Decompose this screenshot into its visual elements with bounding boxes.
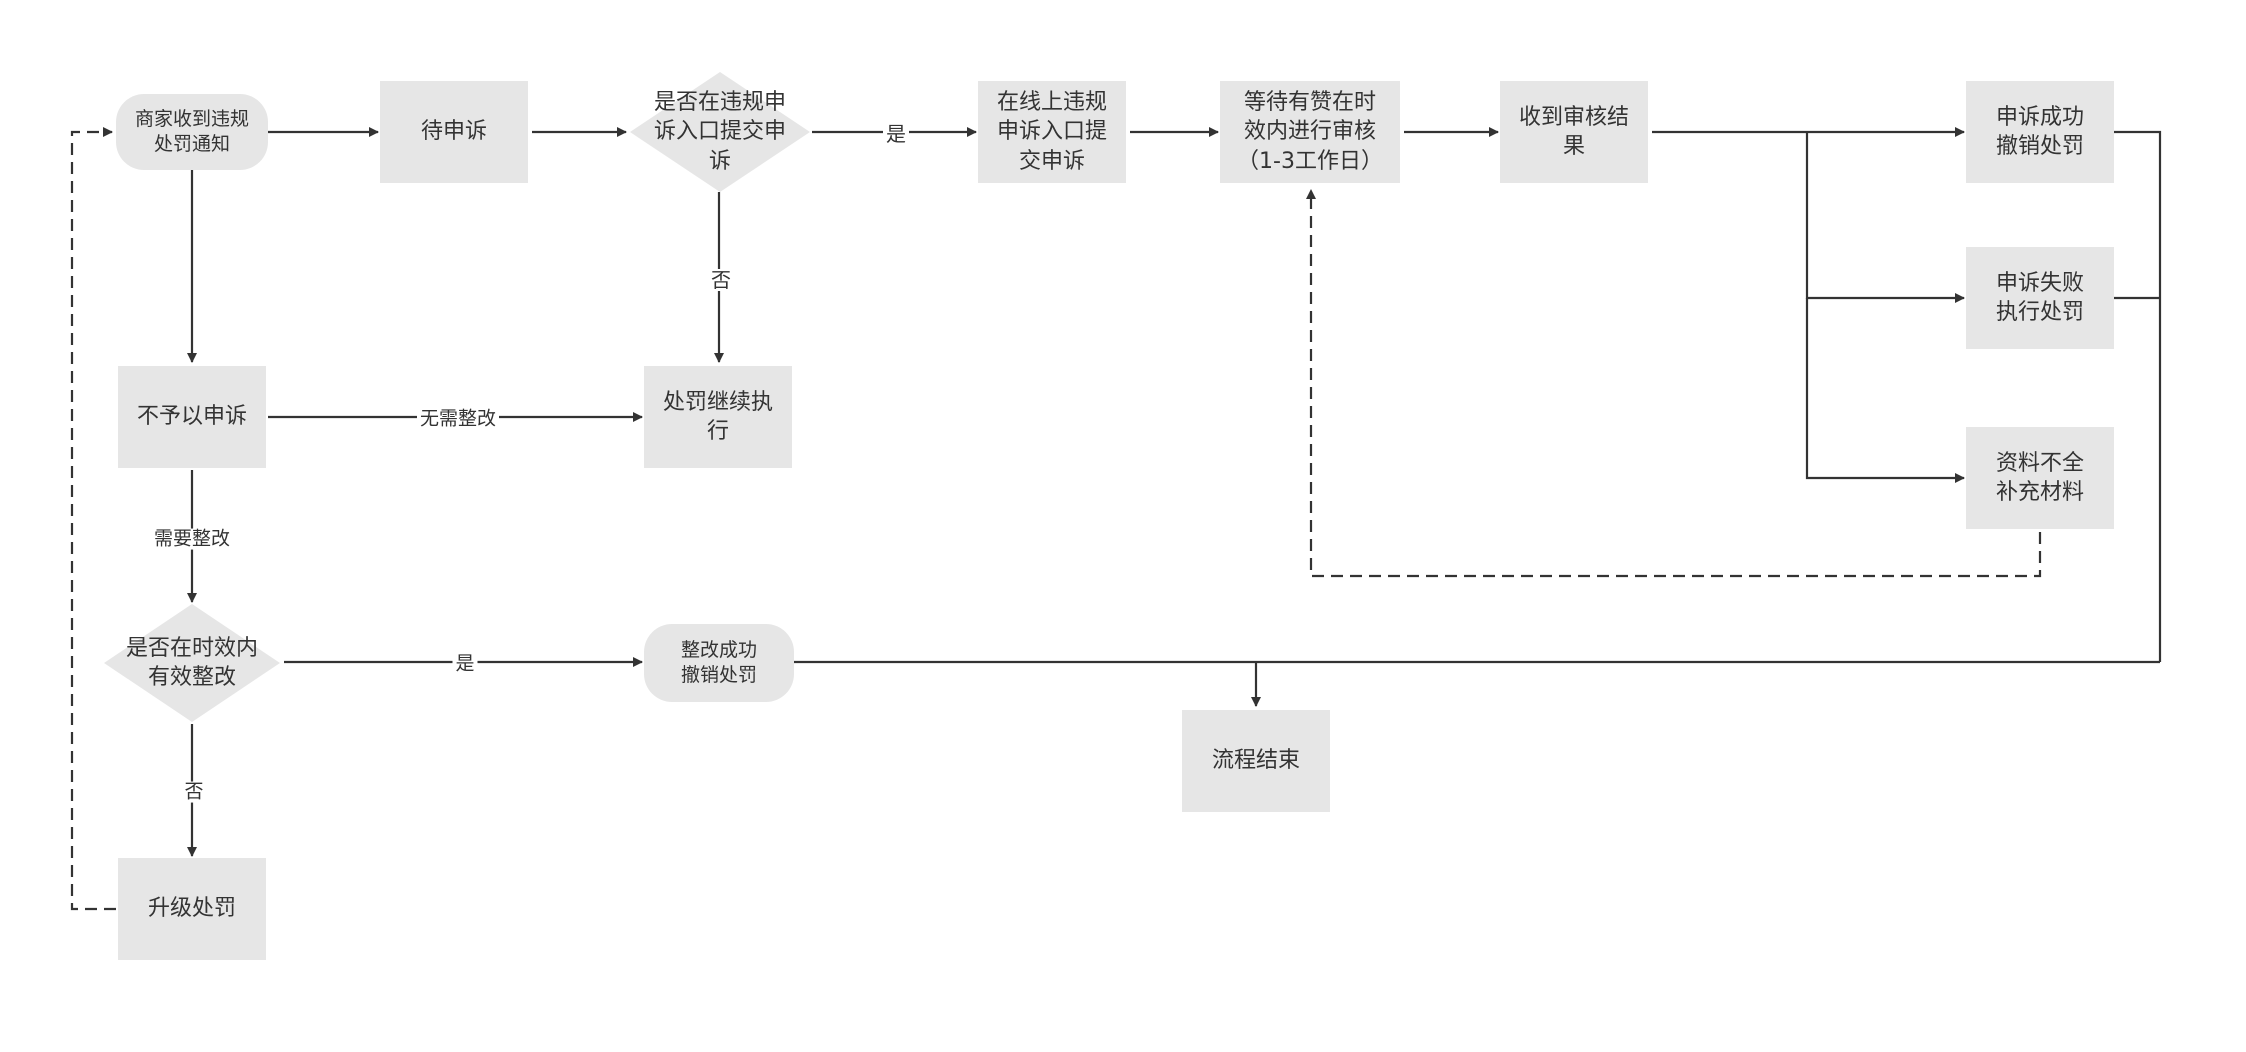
node-incomplete-materials-label: 资料不全 补充材料 (1995, 450, 2084, 505)
node-rectify-success-label: 整改成功 撤销处罚 (680, 638, 757, 686)
node-waiting-review-label: 等待有赞在时 效内进行审核 （1-3工作日） (1237, 90, 1383, 174)
node-review-result: 收到审核结 果 (1500, 81, 1648, 183)
node-decision-submit-appeal: 是否在违规申 诉入口提交申 诉 (630, 72, 810, 192)
node-rectify-success: 整改成功 撤销处罚 (644, 624, 794, 702)
edge-success-to-merge (2114, 130, 2162, 662)
node-appeal-fail: 申诉失败 执行处罚 (1966, 247, 2114, 349)
node-decision-submit-appeal-label: 是否在违规申 诉入口提交申 诉 (653, 90, 786, 174)
node-pending-appeal-label: 待申诉 (420, 119, 487, 145)
node-upgrade-penalty: 升级处罚 (118, 858, 266, 960)
node-online-submit-appeal-label: 在线上违规 申诉入口提 交申诉 (996, 90, 1107, 174)
node-appeal-fail-label: 申诉失败 执行处罚 (1995, 270, 2084, 325)
edge-label-no-rectify-needed: 无需整改 (416, 408, 500, 430)
node-upgrade-penalty-label: 升级处罚 (147, 896, 236, 922)
edge-label-no-submit: 否 (708, 269, 734, 291)
node-online-submit-appeal: 在线上违规 申诉入口提 交申诉 (978, 81, 1126, 183)
edge-upgrade-back-to-notice (70, 127, 116, 911)
node-process-end: 流程结束 (1182, 710, 1330, 812)
node-incomplete-materials: 资料不全 补充材料 (1966, 427, 2114, 529)
edge-result-to-fail (1805, 132, 1965, 303)
node-pending-appeal: 待申诉 (380, 81, 528, 183)
node-appeal-success-label: 申诉成功 撤销处罚 (1995, 104, 2084, 159)
edge-label-rectify-needed: 需要整改 (150, 528, 234, 550)
node-decision-rectify: 是否在时效内 有效整改 (104, 604, 280, 722)
node-merchant-notice-label: 商家收到违规 处罚通知 (134, 107, 249, 155)
edge-label-yes-submit: 是 (883, 123, 909, 145)
diamond-shape (104, 604, 280, 722)
node-appeal-success: 申诉成功 撤销处罚 (1966, 81, 2114, 183)
node-process-end-label: 流程结束 (1211, 748, 1300, 774)
diamond-shape (630, 72, 810, 192)
edge-result-to-incomplete (1805, 298, 1965, 483)
node-waiting-review: 等待有赞在时 效内进行审核 （1-3工作日） (1220, 81, 1400, 183)
node-penalty-continue-label: 处罚继续执 行 (662, 389, 773, 444)
node-review-result-label: 收到审核结 果 (1518, 104, 1629, 159)
edge-label-yes-rectify: 是 (452, 653, 478, 675)
node-merchant-notice: 商家收到违规 处罚通知 (116, 94, 268, 170)
edge-label-no-rectify: 否 (181, 781, 207, 803)
node-decision-rectify-label: 是否在时效内 有效整改 (125, 635, 258, 690)
node-no-appeal-label: 不予以申诉 (136, 404, 247, 430)
node-penalty-continue: 处罚继续执 行 (644, 366, 792, 468)
edge-incomplete-back-to-waiting (1306, 189, 2042, 578)
node-no-appeal: 不予以申诉 (118, 366, 266, 468)
